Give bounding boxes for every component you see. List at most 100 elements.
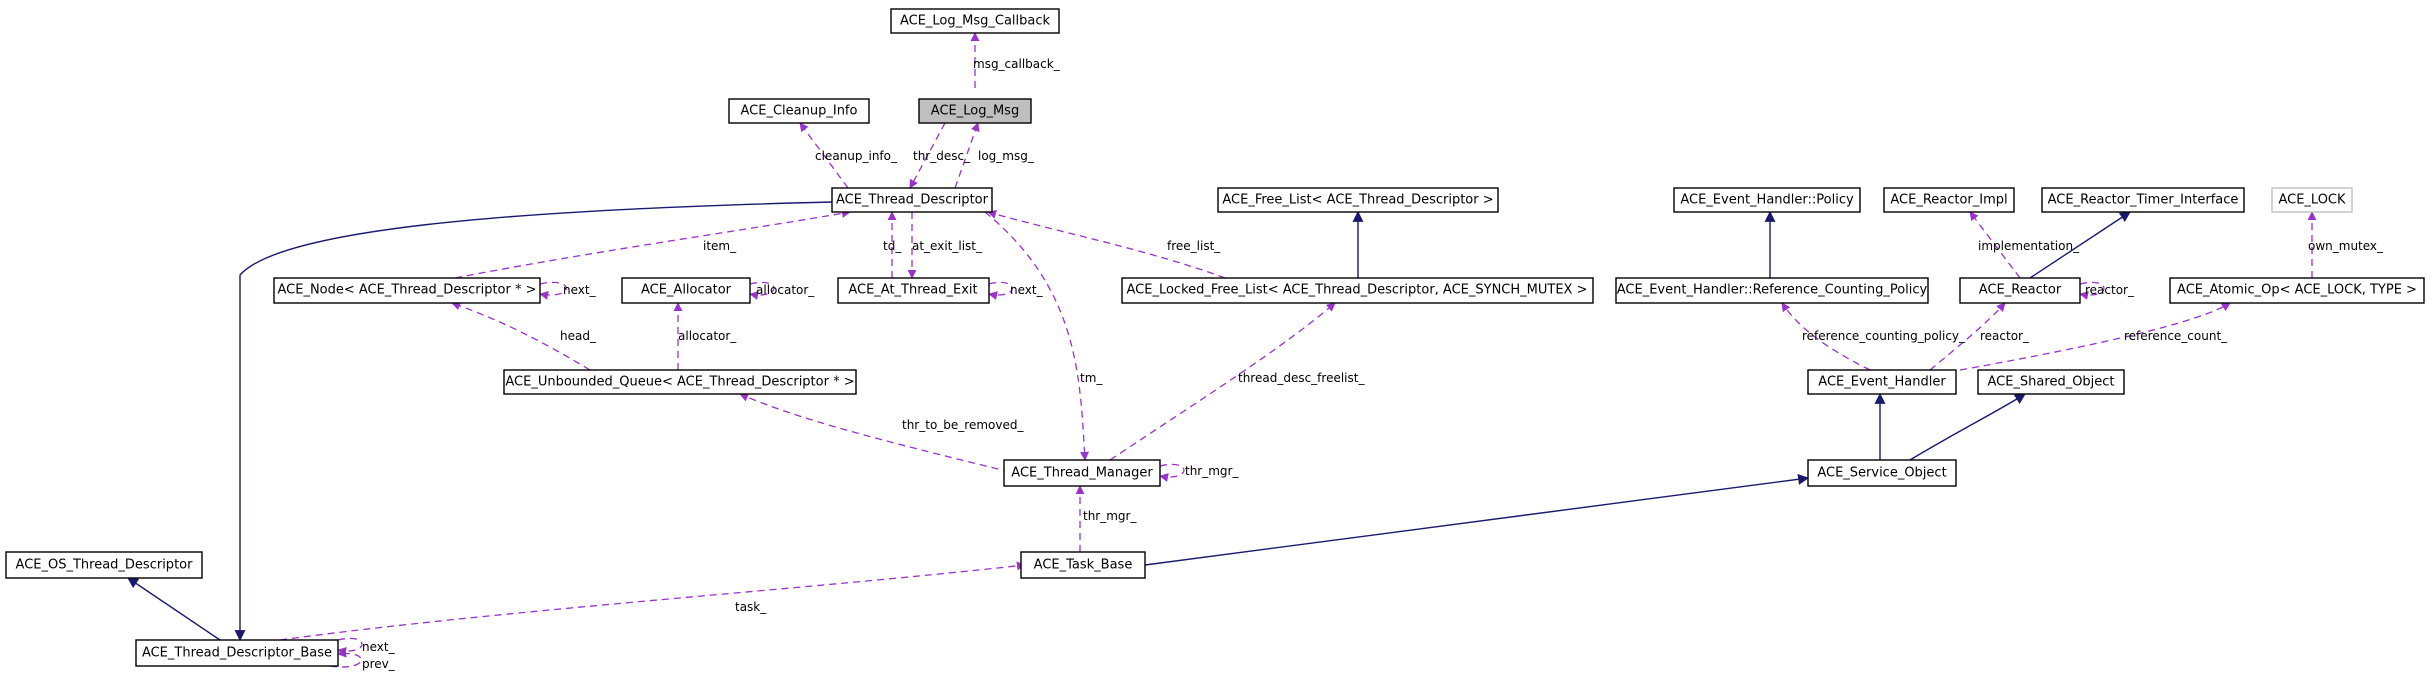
- node-unbounded-queue[interactable]: ACE_Unbounded_Queue< ACE_Thread_Descript…: [503, 369, 857, 395]
- node-shared-object[interactable]: ACE_Shared_Object: [1977, 369, 2125, 395]
- node-reactor-timer-interface[interactable]: ACE_Reactor_Timer_Interface: [2041, 187, 2245, 213]
- node-log-msg-callback-label: ACE_Log_Msg_Callback: [900, 14, 1051, 29]
- node-task-base-label: ACE_Task_Base: [1034, 558, 1133, 573]
- node-reactor-impl[interactable]: ACE_Reactor_Impl: [1883, 187, 2015, 213]
- node-service-object-label: ACE_Service_Object: [1817, 466, 1946, 481]
- edges: [127, 32, 2317, 668]
- node-unbounded-queue-label: ACE_Unbounded_Queue< ACE_Thread_Descript…: [505, 375, 854, 390]
- node-locked-free-list-label: ACE_Locked_Free_List< ACE_Thread_Descrip…: [1127, 283, 1588, 298]
- node-task-base[interactable]: ACE_Task_Base: [1020, 551, 1146, 579]
- node-locked-free-list[interactable]: ACE_Locked_Free_List< ACE_Thread_Descrip…: [1121, 277, 1594, 304]
- node-thread-manager-label: ACE_Thread_Manager: [1011, 466, 1153, 481]
- edge-reference-count: [1959, 302, 2231, 371]
- node-reactor-label: ACE_Reactor: [1979, 283, 2062, 298]
- edge-exit-next-self: [988, 281, 1013, 300]
- node-atomic-op[interactable]: ACE_Atomic_Op< ACE_LOCK, TYPE >: [2169, 277, 2425, 304]
- edge-inherit-shared-object: [1909, 393, 2026, 461]
- edge-inherit-service-object: [1144, 473, 1810, 566]
- node-event-handler-policy[interactable]: ACE_Event_Handler::Policy: [1673, 187, 1861, 213]
- node-thread-descriptor-base[interactable]: ACE_Thread_Descriptor_Base: [135, 639, 339, 667]
- label-reference-counting-policy: reference_counting_policy_: [1802, 329, 1966, 343]
- edge-base-prev-self: [329, 648, 362, 668]
- label-reactor: reactor_: [1980, 329, 2030, 343]
- edge-thr-to-be-removed: [739, 393, 1011, 473]
- label-node-next: next_: [563, 283, 597, 297]
- node-os-thread-descriptor[interactable]: ACE_OS_Thread_Descriptor: [5, 551, 203, 579]
- node-thread-manager[interactable]: ACE_Thread_Manager: [1003, 459, 1161, 487]
- label-free-list: free_list_: [1167, 239, 1221, 253]
- edge-thread-desc-freelist: [1109, 302, 1336, 461]
- label-msg-callback: msg_callback_: [973, 57, 1061, 71]
- label-td: td_: [883, 239, 902, 253]
- node-thread-descriptor[interactable]: ACE_Thread_Descriptor: [831, 187, 993, 213]
- label-tm: tm_: [1080, 371, 1103, 385]
- node-at-thread-exit[interactable]: ACE_At_Thread_Exit: [837, 277, 990, 304]
- node-allocator[interactable]: ACE_Allocator: [621, 277, 751, 304]
- edge-free-list: [987, 209, 1226, 279]
- node-ace-lock[interactable]: ACE_LOCK: [2271, 187, 2353, 213]
- node-thread-descriptor-label: ACE_Thread_Descriptor: [836, 193, 989, 208]
- node-node-thread-descriptor-label: ACE_Node< ACE_Thread_Descriptor * >: [277, 283, 536, 298]
- edge-node-next-self: [539, 281, 567, 300]
- label-exit-next: next_: [1010, 283, 1044, 297]
- node-os-thread-descriptor-label: ACE_OS_Thread_Descriptor: [16, 558, 194, 573]
- node-log-msg-callback[interactable]: ACE_Log_Msg_Callback: [890, 8, 1060, 34]
- edge-inherit-os-thread-descriptor: [127, 577, 221, 641]
- node-reference-counting-policy-label: ACE_Event_Handler::Reference_Counting_Po…: [1617, 283, 1928, 298]
- node-event-handler-policy-label: ACE_Event_Handler::Policy: [1680, 193, 1854, 208]
- edge-inherit-timer-interface: [2029, 211, 2131, 279]
- node-node-thread-descriptor[interactable]: ACE_Node< ACE_Thread_Descriptor * >: [273, 277, 541, 304]
- label-at-exit-list: at_exit_list_: [912, 239, 983, 253]
- node-allocator-label: ACE_Allocator: [641, 283, 732, 298]
- node-cleanup-info-label: ACE_Cleanup_Info: [741, 104, 858, 119]
- node-event-handler-label: ACE_Event_Handler: [1818, 375, 1946, 390]
- node-cleanup-info[interactable]: ACE_Cleanup_Info: [728, 98, 870, 124]
- edge-reactor: [1929, 302, 2006, 371]
- edge-thr-mgr-self: [1159, 463, 1185, 482]
- node-reactor-impl-label: ACE_Reactor_Impl: [1890, 193, 2007, 208]
- label-thr-mgr: thr_mgr_: [1083, 509, 1137, 523]
- edge-base-next-self: [337, 637, 363, 656]
- node-reactor[interactable]: ACE_Reactor: [1959, 277, 2081, 304]
- edge-tm: [984, 211, 1089, 461]
- node-ace-lock-label: ACE_LOCK: [2278, 193, 2346, 208]
- node-log-msg-label: ACE_Log_Msg: [931, 104, 1019, 119]
- node-reference-counting-policy[interactable]: ACE_Event_Handler::Reference_Counting_Po…: [1615, 277, 1929, 304]
- label-implementation: implementation_: [1978, 239, 2080, 253]
- label-allocator-queue: allocator_: [678, 329, 737, 343]
- edge-reactor-self: [2079, 281, 2105, 300]
- edge-allocator-self: [749, 281, 775, 300]
- label-base-prev: prev_: [362, 657, 396, 671]
- node-event-handler[interactable]: ACE_Event_Handler: [1807, 369, 1957, 395]
- label-reactor-self: reactor_: [2085, 283, 2135, 297]
- label-item: item_: [703, 239, 737, 253]
- label-cleanup-info: cleanup_info_: [815, 149, 898, 163]
- nodes: ACE_Log_Msg_Callback ACE_Cleanup_Info AC…: [5, 8, 2425, 667]
- edge-thr-desc: [909, 122, 946, 189]
- label-thr-desc: thr_desc_: [913, 149, 971, 163]
- label-reference-count: reference_count_: [2124, 329, 2228, 343]
- label-task: task_: [735, 600, 767, 614]
- node-thread-descriptor-base-label: ACE_Thread_Descriptor_Base: [142, 646, 332, 661]
- label-allocator-self: allocator_: [756, 283, 815, 297]
- edge-task: [279, 561, 1026, 641]
- edge-item: [454, 208, 851, 279]
- label-thr-to-be-removed: thr_to_be_removed_: [902, 418, 1024, 432]
- node-service-object[interactable]: ACE_Service_Object: [1807, 459, 1957, 487]
- edge-reference-counting-policy: [1781, 302, 1871, 371]
- label-base-next: next_: [362, 640, 396, 654]
- node-log-msg[interactable]: ACE_Log_Msg: [918, 98, 1032, 124]
- edge-implementation: [1969, 211, 2021, 279]
- label-log-msg: log_msg_: [978, 149, 1035, 163]
- node-reactor-timer-interface-label: ACE_Reactor_Timer_Interface: [2048, 193, 2239, 208]
- edge-inherit-thread-descriptor: [234, 201, 833, 642]
- edge-head: [451, 301, 591, 371]
- node-free-list[interactable]: ACE_Free_List< ACE_Thread_Descriptor >: [1217, 187, 1499, 213]
- edge-cleanup-info: [799, 122, 849, 189]
- label-thr-mgr-self: thr_mgr_: [1185, 464, 1239, 478]
- node-at-thread-exit-label: ACE_At_Thread_Exit: [848, 283, 977, 298]
- label-head: head_: [560, 329, 597, 343]
- label-thread-desc-freelist: thread_desc_freelist_: [1238, 371, 1365, 385]
- label-own-mutex: own_mutex_: [2308, 239, 2384, 253]
